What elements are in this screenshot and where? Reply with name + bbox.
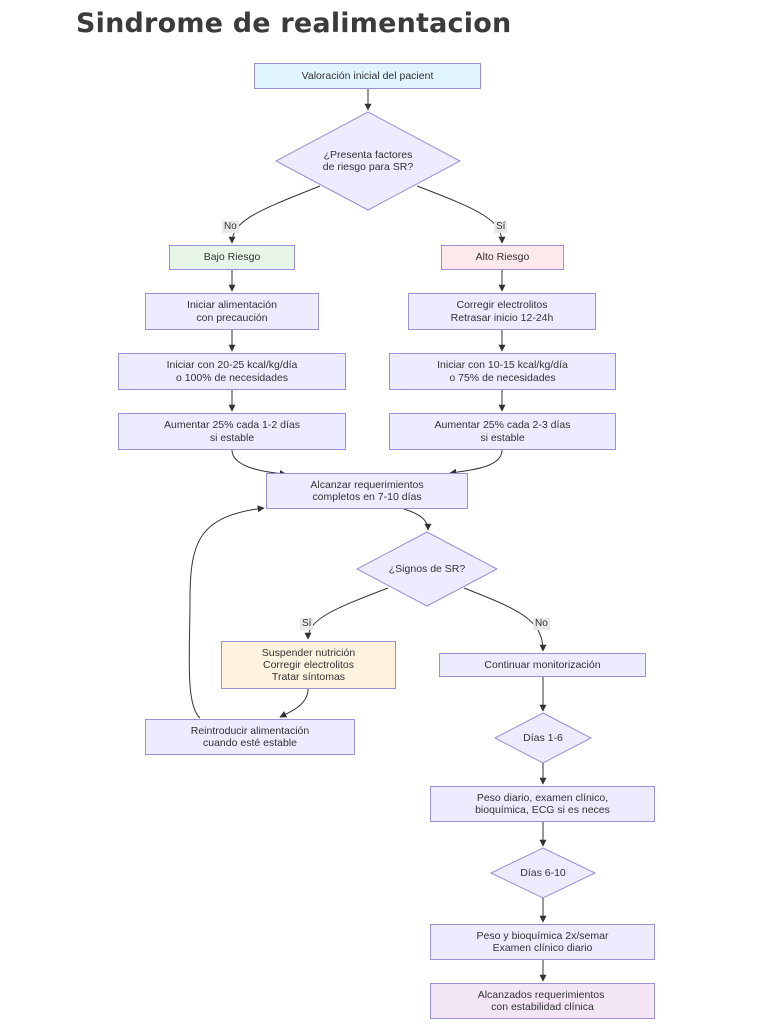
edge-risk-to-low xyxy=(228,185,321,244)
signs-question-label: ¿Signos de SR? xyxy=(388,562,466,575)
node-low-risk: Bajo Riesgo xyxy=(169,245,295,270)
node-high-step1: Corregir electrolitos Retrasar inicio 12… xyxy=(408,293,596,330)
node-low-step3: Aumentar 25% cada 1-2 días si estable xyxy=(118,413,346,450)
node-high-step3: Aumentar 25% cada 2-3 días si estable xyxy=(389,413,616,450)
node-twice-weekly: Peso y bioquímica 2x/semar Examen clínic… xyxy=(430,924,655,960)
risk-decision-diamond xyxy=(274,111,462,211)
edge-signs-to-stop xyxy=(304,587,389,640)
edge-low-step3-to-reach xyxy=(231,449,287,478)
node-reintroduce: Reintroducir alimentación cuando esté es… xyxy=(145,719,355,755)
risk-question-label: ¿Presenta factores de riesgo para SR? xyxy=(322,148,414,173)
edge-label-no-signs: No xyxy=(533,618,550,630)
edge-label-yes-signs: Sí xyxy=(300,618,314,630)
edge-label-yes-risk: Sí xyxy=(494,221,508,233)
node-final: Alcanzados requerimientos con estabilida… xyxy=(430,983,655,1019)
edge-label-no-risk: No xyxy=(222,221,239,233)
edge-signs-to-continue xyxy=(463,587,547,652)
days-1-6-label: Días 1-6 xyxy=(523,731,563,744)
node-continue-monitoring: Continuar monitorización xyxy=(439,653,646,677)
signs-decision-diamond xyxy=(355,531,499,607)
edge-high-step3-to-reach xyxy=(449,449,503,476)
node-low-step1: Iniciar alimentación con precaución xyxy=(145,293,319,330)
edge-reintroduce-to-reach xyxy=(188,505,265,719)
node-high-risk: Alto Riesgo xyxy=(441,245,564,270)
node-start: Valoración inicial del pacient xyxy=(254,63,481,89)
days-6-10-label: Días 6-10 xyxy=(520,866,566,879)
node-daily-checks: Peso diario, examen clínico, bioquímica,… xyxy=(430,786,655,822)
node-low-step2: Iniciar con 20-25 kcal/kg/día o 100% de … xyxy=(118,353,346,390)
edge-risk-to-high xyxy=(416,185,506,244)
node-high-step2: Iniciar con 10-15 kcal/kg/día o 75% de n… xyxy=(389,353,616,390)
node-reach-requirements: Alcanzar requerimientos completos en 7-1… xyxy=(266,473,468,509)
page-title: Sindrome de realimentacion xyxy=(76,8,512,39)
edge-stop-to-reintroduce xyxy=(279,688,309,718)
edge-reach-to-signs xyxy=(403,508,432,531)
node-stop-nutrition: Suspender nutrición Corregir electrolito… xyxy=(221,641,396,689)
